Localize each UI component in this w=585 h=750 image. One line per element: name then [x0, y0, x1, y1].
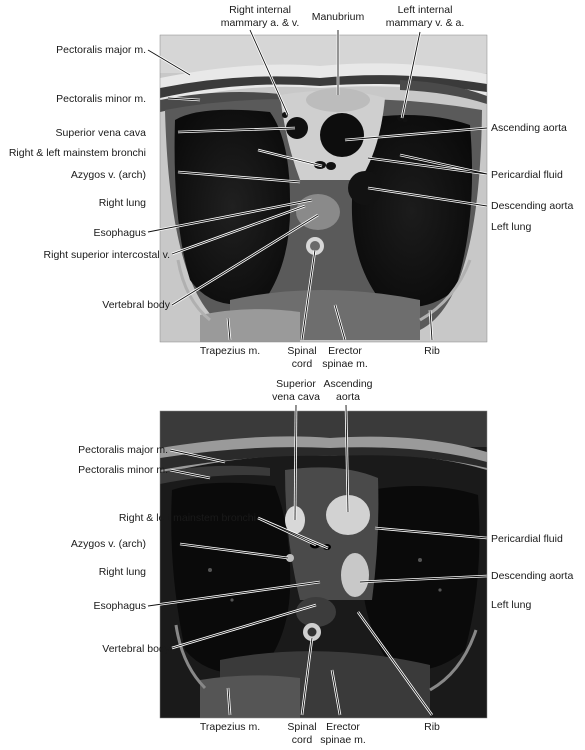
leader-svc-bottom [293, 404, 298, 521]
top-mri-image [160, 35, 487, 342]
label-right-lung-top: Right lung [99, 197, 146, 209]
label-esophagus-bottom: Esophagus [93, 600, 146, 612]
label-ascending-aorta-bottom-line2: aorta [336, 391, 360, 403]
label-right-superior-intercostal: Right superior intercostal v. [44, 249, 170, 261]
leader-bronchi-top [257, 148, 323, 168]
label-rib-bottom: Rib [424, 721, 440, 733]
label-spinal-cord-bottom-line2: cord [292, 734, 313, 746]
label-manubrium: Manubrium [312, 11, 365, 23]
label-vertebral-body-top: Vertebral body [102, 299, 170, 311]
label-pectoralis-major-top: Pectoralis major m. [56, 44, 146, 56]
leader-left-internal-mammary [400, 31, 422, 119]
label-esophagus-top: Esophagus [93, 227, 146, 239]
leader-trapezius-bottom [226, 687, 232, 716]
label-descending-aorta-top: Descending aorta [491, 200, 573, 212]
label-erector-spinae-bottom-line2: spinae m. [320, 734, 366, 746]
leader-esophagus-bottom [147, 580, 321, 608]
leader-ascending-aorta-bottom [344, 404, 350, 513]
top-leader-lines [147, 29, 488, 341]
label-mainstem-bronchi-bottom: Right & left mainstem bronchi [119, 512, 256, 524]
label-mainstem-bronchi-top: Right & left mainstem bronchi [9, 147, 146, 159]
label-superior-vena-cava-top: Superior vena cava [56, 127, 147, 139]
label-right-internal-mammary-line1: Right internal [229, 4, 291, 16]
top-labels: Right internal mammary a. & v. Manubrium… [9, 4, 574, 370]
leader-esophagus-top [147, 198, 313, 234]
label-spinal-cord-top-line2: cord [292, 358, 313, 370]
leader-pericardial-bottom [374, 526, 488, 540]
leader-erector-spinae-bottom [330, 669, 342, 716]
label-spinal-cord-top-line1: Spinal [287, 345, 316, 357]
leader-rib-top [428, 309, 434, 341]
label-pericardial-fluid-top: Pericardial fluid [491, 169, 563, 181]
bottom-mri-image [160, 411, 487, 718]
leader-pectoralis-major-bottom [169, 448, 226, 464]
leader-ascending-aorta-top [344, 126, 488, 142]
leader-pericardial-top [367, 153, 488, 176]
label-right-internal-mammary-line2: mammary a. & v. [221, 17, 300, 29]
label-vertebral-body-bottom: Vertebral body [102, 643, 170, 655]
label-ascending-aorta-top: Ascending aorta [491, 122, 567, 134]
leader-trapezius-top [226, 317, 232, 341]
label-superior-vena-cava-bottom-line1: Superior [276, 378, 316, 390]
top-panel-frame [159, 34, 488, 343]
leader-rib-bottom [356, 611, 434, 716]
leader-azygos-bottom [179, 542, 289, 560]
label-erector-spinae-top-line2: spinae m. [322, 358, 368, 370]
label-pectoralis-minor-top: Pectoralis minor m. [56, 93, 146, 105]
leader-vertebral-body-bottom [171, 603, 317, 650]
leader-right-superior-intercostal [171, 204, 306, 256]
leader-svc-top [177, 126, 296, 134]
leader-pectoralis-minor-top [167, 96, 201, 102]
label-rib-top: Rib [424, 345, 440, 357]
leader-pectoralis-minor-bottom [169, 468, 211, 480]
label-right-lung-bottom: Right lung [99, 566, 146, 578]
leader-bronchi-bottom [257, 516, 329, 550]
label-spinal-cord-bottom-line1: Spinal [287, 721, 316, 733]
label-erector-spinae-top-line1: Erector [328, 345, 362, 357]
label-pectoralis-minor-bottom: Pectoralis minor m. [78, 464, 168, 476]
label-erector-spinae-bottom-line1: Erector [326, 721, 360, 733]
bottom-leader-lines [147, 404, 488, 716]
leader-descending-aorta-bottom [359, 574, 488, 584]
bottom-labels: Superior vena cava Ascending aorta Pecto… [71, 378, 574, 746]
label-trapezius-top: Trapezius m. [200, 345, 260, 357]
leader-pectoralis-major-top [147, 48, 191, 77]
label-left-internal-mammary-line2: mammary v. & a. [386, 17, 465, 29]
label-trapezius-bottom: Trapezius m. [200, 721, 260, 733]
label-azygos-arch-bottom: Azygos v. (arch) [71, 538, 146, 550]
label-pericardial-fluid-bottom: Pericardial fluid [491, 533, 563, 545]
label-superior-vena-cava-bottom-line2: vena cava [272, 391, 320, 403]
leader-spinal-cord-bottom [300, 637, 314, 716]
label-descending-aorta-bottom: Descending aorta [491, 570, 573, 582]
label-left-lung-bottom: Left lung [491, 599, 531, 611]
bottom-panel-frame [159, 410, 488, 719]
leader-erector-spinae-top [333, 304, 347, 341]
leader-descending-aorta-top [367, 186, 488, 208]
label-pectoralis-major-bottom: Pectoralis major m. [78, 444, 168, 456]
label-left-lung-top: Left lung [491, 221, 531, 233]
leader-right-internal-mammary [248, 29, 290, 116]
leader-azygos-top [177, 170, 301, 184]
leader-vertebral-body-top [171, 213, 319, 307]
label-left-internal-mammary-line1: Left internal [398, 4, 453, 16]
leader-spinal-cord-top [300, 249, 317, 341]
label-ascending-aorta-bottom-line1: Ascending [323, 378, 372, 390]
label-azygos-arch-top: Azygos v. (arch) [71, 169, 146, 181]
